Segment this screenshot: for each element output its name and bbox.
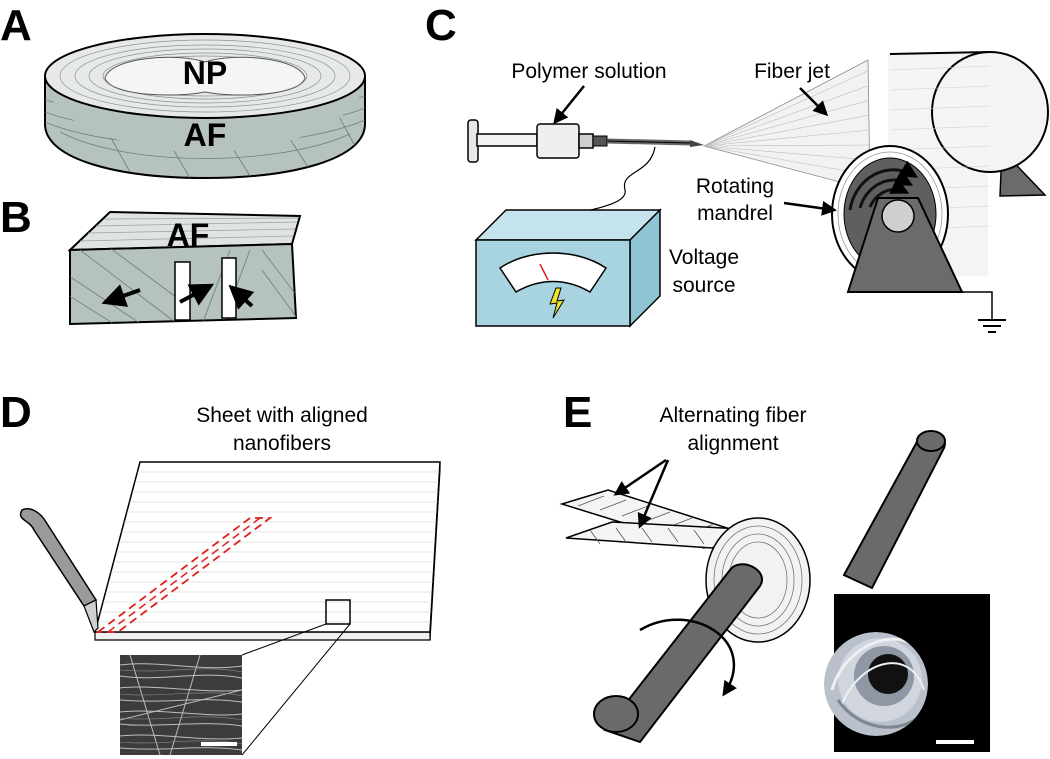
polymer-solution-label: Polymer solution xyxy=(511,60,666,83)
ground-icon xyxy=(978,319,1006,333)
alignment-label-line2: alignment xyxy=(687,432,778,455)
voltage-wire xyxy=(581,146,656,213)
panel-d: D Sheet with aligned nanofibers xyxy=(0,388,441,756)
panel-d-letter: D xyxy=(0,388,32,437)
panel-a: A NP AF xyxy=(0,1,366,180)
af-label-b: AF xyxy=(167,217,210,253)
wrapped-scaffold-illustration xyxy=(559,430,946,744)
annulus-block-illustration: AF xyxy=(67,210,302,326)
lightning-icon xyxy=(549,287,565,319)
panel-b-letter: B xyxy=(0,193,32,242)
panel-e: E Alternating fiber alignment xyxy=(559,388,990,752)
panel-c: C xyxy=(425,1,1049,333)
photo-scale-bar xyxy=(936,740,974,744)
alignment-label-line1: Alternating fiber xyxy=(659,404,806,427)
voltage-label-line1: Voltage xyxy=(669,246,739,269)
panel-c-letter: C xyxy=(425,1,457,50)
rotating-label-line2: mandrel xyxy=(697,202,773,225)
dashed-cut-outline xyxy=(95,517,273,633)
nanofiber-sheet xyxy=(94,461,441,756)
panel-e-letter: E xyxy=(563,388,592,437)
sheet-label-line1: Sheet with aligned xyxy=(196,404,368,427)
scalpel-icon xyxy=(19,508,99,634)
sem-micrograph xyxy=(120,655,242,755)
fiber-jet-label: Fiber jet xyxy=(754,60,830,83)
panel-a-letter: A xyxy=(0,1,32,50)
af-label-a: AF xyxy=(184,117,227,153)
rotating-label-line1: Rotating xyxy=(696,175,774,198)
syringe-icon xyxy=(467,119,704,163)
rotating-mandrel xyxy=(831,51,1049,333)
magnify-region xyxy=(325,599,351,625)
voltage-source xyxy=(474,208,662,328)
voltage-label-line2: source xyxy=(672,274,735,297)
np-label: NP xyxy=(183,55,227,91)
disc-annulus-illustration: NP AF xyxy=(44,33,366,180)
fiber-jet-cone xyxy=(702,59,871,191)
sheet-label-line2: nanofibers xyxy=(233,432,331,455)
rotation-arrow-icon xyxy=(639,618,737,697)
scale-bar xyxy=(201,742,237,746)
panel-b: B AF xyxy=(0,193,302,326)
scaffold-cross-section-photo xyxy=(824,594,990,752)
